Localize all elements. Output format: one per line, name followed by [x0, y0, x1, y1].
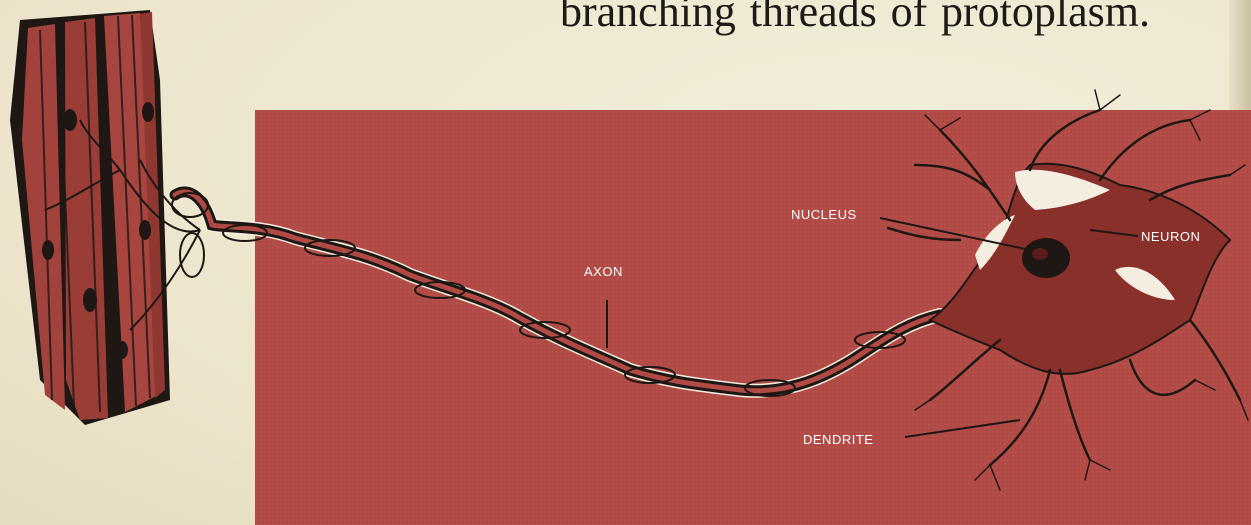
axon-label: AXON: [584, 264, 623, 279]
dendrite-pointer: [905, 420, 1020, 437]
muscle-fiber: [10, 10, 200, 425]
neuron-cell-body: [888, 90, 1248, 490]
axon: [172, 192, 940, 396]
dendrite-label: DENDRITE: [803, 432, 873, 447]
nucleus-label: NUCLEUS: [791, 207, 857, 222]
neuron-label: NEURON: [1141, 229, 1200, 244]
